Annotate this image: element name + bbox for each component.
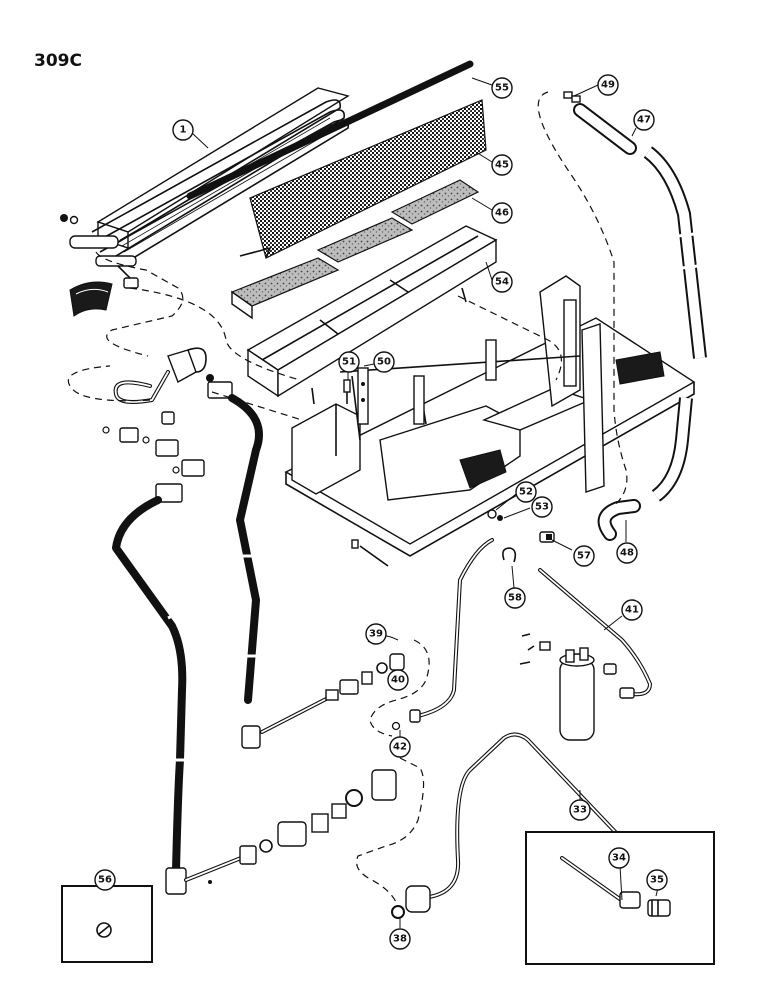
callout-56-label: 56 bbox=[98, 875, 112, 886]
expansion-valve bbox=[113, 347, 214, 404]
drain-hose-lower bbox=[643, 146, 707, 359]
callout-56: 56 bbox=[94, 869, 116, 891]
callout-42-label: 42 bbox=[393, 742, 407, 753]
drain-hose-side bbox=[651, 397, 693, 502]
drain-pan bbox=[246, 225, 498, 405]
callout-47-label: 47 bbox=[637, 115, 651, 126]
callout-39: 39 bbox=[365, 623, 387, 645]
tube-clip bbox=[502, 547, 517, 563]
callout-41: 41 bbox=[621, 599, 643, 621]
callout-40: 40 bbox=[387, 669, 409, 691]
grommet bbox=[539, 531, 555, 543]
callout-46: 46 bbox=[491, 202, 513, 224]
washer bbox=[487, 509, 497, 519]
callout-58: 58 bbox=[504, 587, 526, 609]
callout-49: 49 bbox=[597, 74, 619, 96]
callout-1: 1 bbox=[172, 119, 194, 141]
evaporator-housing bbox=[284, 275, 696, 557]
callout-34-label: 34 bbox=[612, 853, 626, 864]
callout-50: 50 bbox=[373, 351, 395, 373]
callout-38: 38 bbox=[389, 928, 411, 950]
callout-34: 34 bbox=[608, 847, 630, 869]
callout-33-label: 33 bbox=[573, 805, 587, 816]
callout-1-label: 1 bbox=[180, 125, 187, 136]
line-fittings bbox=[102, 381, 233, 503]
callout-57-label: 57 bbox=[577, 551, 591, 562]
callout-35: 35 bbox=[646, 869, 668, 891]
callout-46-label: 46 bbox=[495, 208, 509, 219]
foam-insulation-wrap bbox=[69, 281, 113, 317]
callout-35-label: 35 bbox=[650, 875, 664, 886]
hose-clamp bbox=[563, 91, 581, 103]
mounting-bracket bbox=[357, 367, 369, 425]
callout-55-label: 55 bbox=[495, 83, 509, 94]
liquid-line-33 bbox=[405, 732, 653, 913]
filter-pads bbox=[230, 179, 480, 320]
callout-57: 57 bbox=[573, 545, 595, 567]
callout-51-label: 51 bbox=[342, 357, 356, 368]
callout-51: 51 bbox=[338, 351, 360, 373]
callout-39-label: 39 bbox=[369, 629, 383, 640]
hose-elbow-upper bbox=[241, 725, 261, 749]
housing-bolt bbox=[351, 539, 389, 567]
callout-58-label: 58 bbox=[508, 593, 522, 604]
callout-47: 47 bbox=[633, 109, 655, 131]
callout-54: 54 bbox=[491, 271, 513, 293]
callout-45: 45 bbox=[491, 154, 513, 176]
hose-elbow-lower bbox=[165, 867, 187, 895]
suction-hose bbox=[112, 496, 190, 874]
bracket-screw bbox=[343, 379, 351, 404]
filter-screen-lip bbox=[239, 246, 272, 259]
inset-box-56 bbox=[61, 885, 153, 963]
seal-strip bbox=[186, 60, 474, 200]
drain-elbow bbox=[597, 499, 641, 541]
callout-50-label: 50 bbox=[377, 357, 391, 368]
callout-42: 42 bbox=[389, 736, 411, 758]
nut bbox=[497, 515, 503, 521]
callout-33: 33 bbox=[569, 799, 591, 821]
callout-55: 55 bbox=[491, 77, 513, 99]
callout-49-label: 49 bbox=[601, 80, 615, 91]
receiver-dryer bbox=[519, 633, 617, 741]
callout-53-label: 53 bbox=[535, 502, 549, 513]
liquid-line-left bbox=[409, 538, 494, 723]
callout-40-label: 40 bbox=[391, 675, 405, 686]
hose-fitting-lower bbox=[184, 769, 397, 884]
drain-hose-upper bbox=[573, 103, 637, 155]
callout-48-label: 48 bbox=[620, 548, 634, 559]
callout-45-label: 45 bbox=[495, 160, 509, 171]
callout-52: 52 bbox=[515, 481, 537, 503]
liquid-line-41 bbox=[538, 568, 652, 699]
page-code: 309C bbox=[34, 51, 82, 71]
callout-48: 48 bbox=[616, 542, 638, 564]
callout-52-label: 52 bbox=[519, 487, 533, 498]
callout-53: 53 bbox=[531, 496, 553, 518]
callout-54-label: 54 bbox=[495, 277, 509, 288]
liquid-hose bbox=[228, 394, 263, 704]
o-ring-38 bbox=[391, 905, 405, 919]
callout-38-label: 38 bbox=[393, 934, 407, 945]
leader-lines bbox=[191, 77, 659, 928]
callout-41-label: 41 bbox=[625, 605, 639, 616]
filter-screen bbox=[249, 99, 487, 259]
routing-lines bbox=[67, 91, 628, 903]
evaporator-coil bbox=[60, 87, 350, 289]
hose-fitting-upper bbox=[260, 653, 405, 734]
